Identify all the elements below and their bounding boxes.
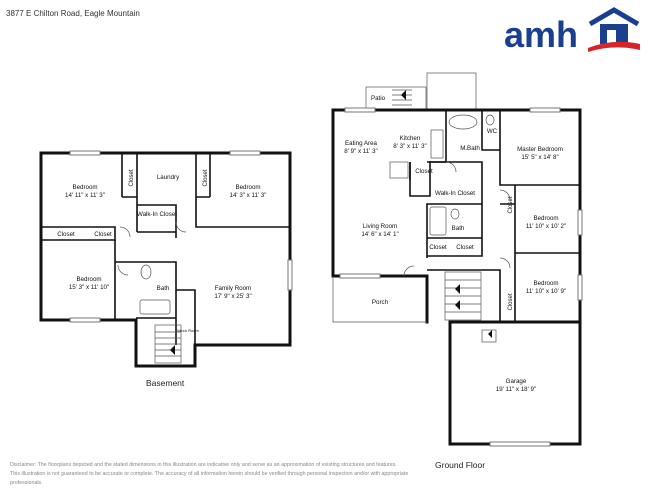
room-walkin-ground: Walk-In Closet bbox=[435, 190, 475, 197]
room-closet-bedroom-1: Closet bbox=[508, 196, 514, 213]
dims-family: 17' 9" x 25' 3" bbox=[214, 293, 251, 300]
ground-floor-label: Ground Floor bbox=[435, 460, 486, 470]
room-patio: Patio bbox=[371, 95, 386, 102]
room-kitchen: Kitchen bbox=[400, 135, 421, 142]
room-mech: Mech Room bbox=[177, 328, 199, 333]
room-living: Living Room bbox=[363, 223, 397, 230]
room-garage: Garage bbox=[506, 378, 527, 385]
amh-logo: amh bbox=[504, 7, 640, 52]
disclaimer-line-1: Disclaimer: The floorplans depicted and … bbox=[10, 462, 397, 468]
basement-plan: Bedroom 14' 11" x 11' 3" Closet Laundry … bbox=[39, 150, 293, 368]
basement-stairs bbox=[154, 324, 182, 364]
disclaimer-line-2: This illustration is not guaranteed to b… bbox=[10, 471, 409, 486]
dims-bedroom-ground-2: 11' 10" x 10' 9" bbox=[526, 288, 566, 295]
room-closet-basement-1: Closet bbox=[129, 169, 135, 186]
basement-label: Basement bbox=[146, 378, 185, 388]
room-family: Family Room bbox=[215, 285, 251, 292]
dims-bedroom-basement-1: 14' 11" x 11' 3" bbox=[65, 192, 105, 199]
room-bedroom-ground-1: Bedroom bbox=[533, 215, 558, 222]
room-laundry: Laundry bbox=[157, 174, 180, 181]
dims-bedroom-basement-2: 14' 3" x 11' 3" bbox=[230, 192, 267, 199]
logo-roof-icon bbox=[588, 7, 640, 27]
dims-garage: 19' 11" x 18' 9" bbox=[496, 386, 536, 393]
dims-kitchen: 8' 3" x 11' 3" bbox=[393, 143, 426, 150]
room-master-bath: M.Bath bbox=[460, 145, 480, 152]
disclaimer: Disclaimer: The floorplans depicted and … bbox=[10, 461, 410, 488]
room-bedroom-ground-2: Bedroom bbox=[533, 280, 558, 287]
room-bath-basement: Bath bbox=[157, 285, 170, 292]
room-wc: WC bbox=[487, 128, 498, 135]
room-bedroom-basement-3: Bedroom bbox=[76, 276, 101, 283]
room-closet-bedroom-2: Closet bbox=[508, 293, 514, 310]
dims-master-bedroom: 15' 5" x 14' 8" bbox=[521, 154, 558, 161]
room-closet-basement-2: Closet bbox=[203, 169, 209, 186]
dims-bedroom-ground-1: 11' 10" x 10' 2" bbox=[526, 223, 566, 230]
room-bath-ground: Bath bbox=[452, 225, 465, 232]
logo-wordmark: amh bbox=[504, 14, 578, 52]
ground-floor-plan: Patio Eating Area 8' 9" x 11' 3" Kitchen… bbox=[331, 72, 583, 447]
room-bedroom-basement-1: Bedroom bbox=[72, 184, 97, 191]
logo-swoosh-icon bbox=[588, 41, 640, 52]
room-closet-kitchen: Closet bbox=[415, 168, 433, 175]
dims-bedroom-basement-3: 15' 3" x 11' 10" bbox=[69, 284, 109, 291]
property-address: 3877 E Chilton Road, Eagle Mountain bbox=[6, 9, 140, 18]
room-closet-basement-4: Closet bbox=[94, 231, 112, 238]
room-bedroom-basement-2: Bedroom bbox=[235, 184, 260, 191]
room-closet-hall-right: Closet bbox=[456, 244, 474, 251]
ground-stairs bbox=[444, 271, 482, 321]
patio-steps bbox=[392, 89, 412, 106]
dims-living: 14' 6" x 14' 1" bbox=[361, 231, 398, 238]
room-eating-area: Eating Area bbox=[345, 140, 378, 147]
room-closet-hall-left: Closet bbox=[429, 244, 447, 251]
room-closet-basement-3: Closet bbox=[57, 231, 75, 238]
room-master-bedroom: Master Bedroom bbox=[517, 146, 563, 153]
dims-eating-area: 8' 9" x 11' 3" bbox=[344, 148, 377, 155]
room-walkin-basement: Walk-In Closet bbox=[137, 211, 177, 218]
room-porch: Porch bbox=[372, 299, 389, 306]
